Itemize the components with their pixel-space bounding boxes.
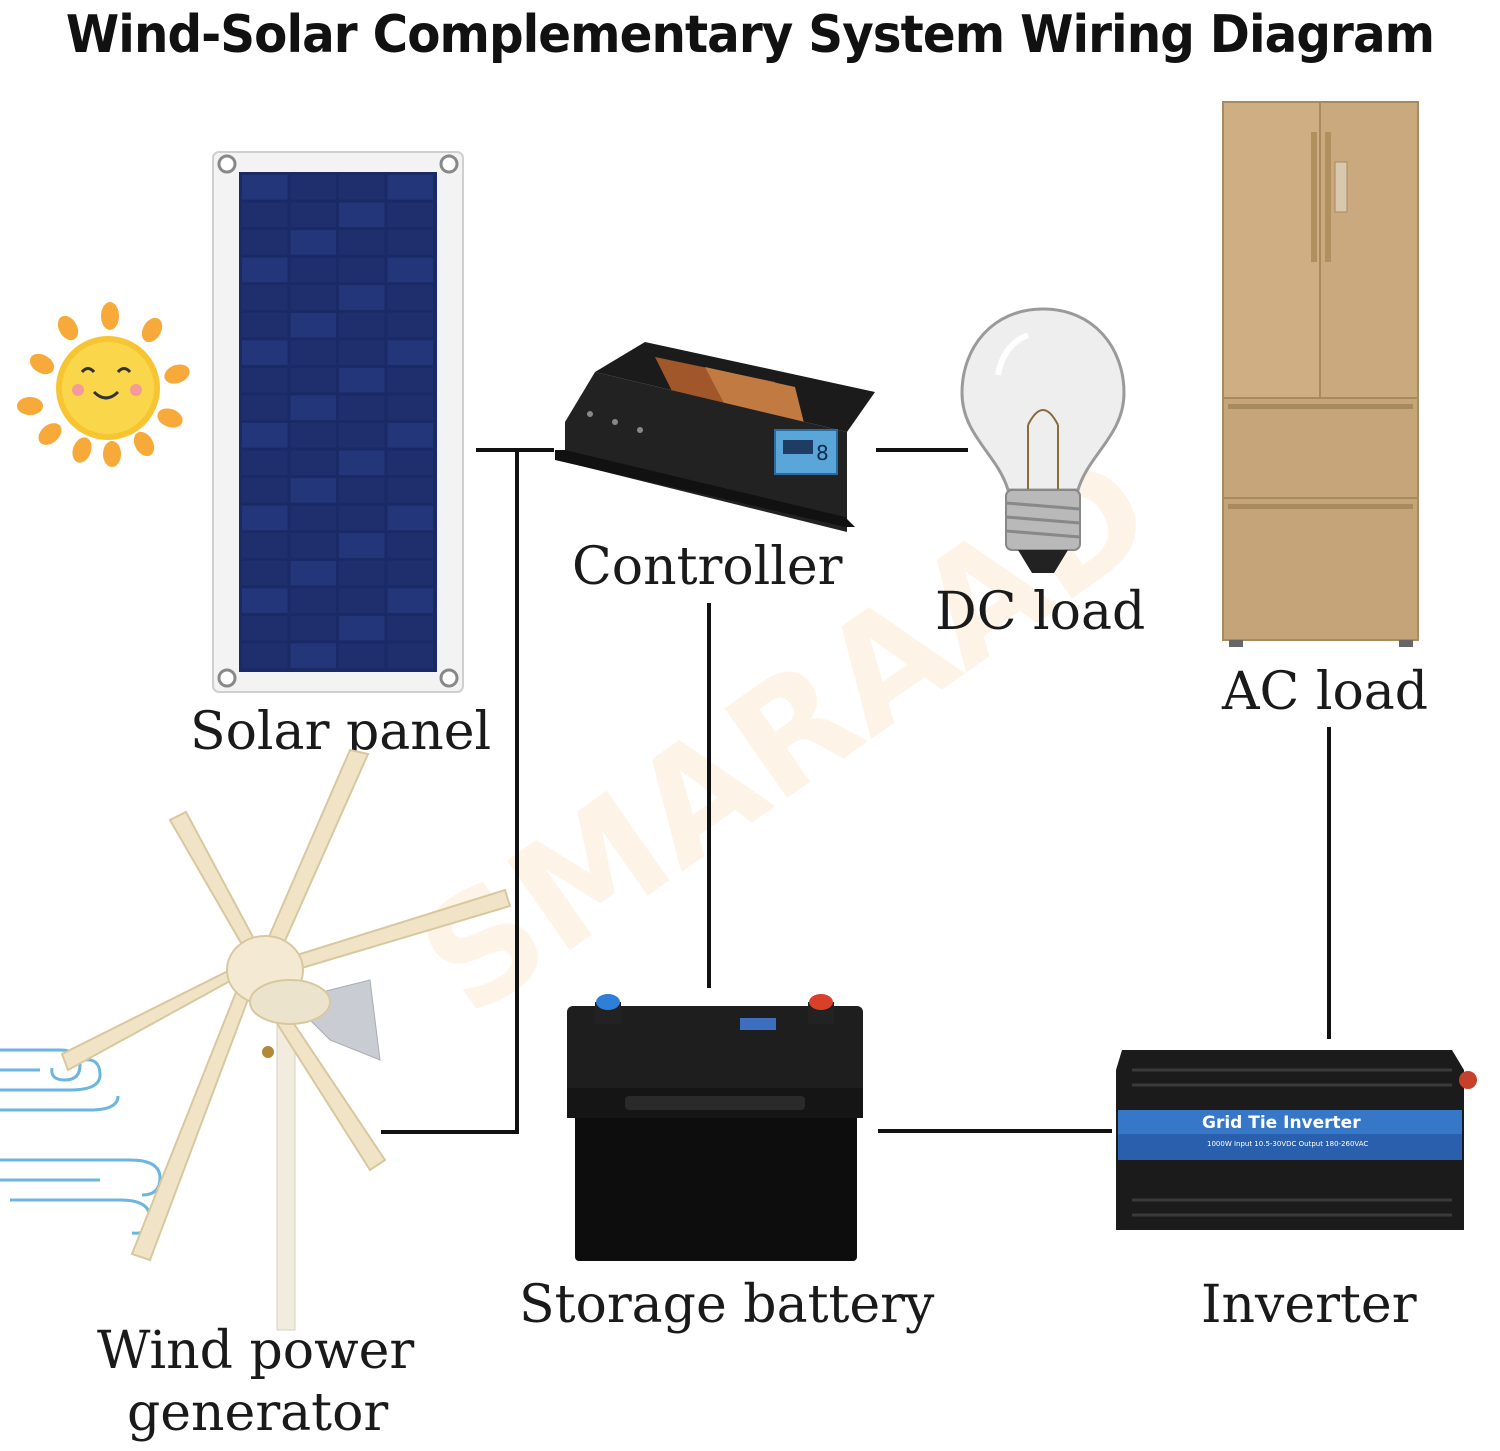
solar-cell <box>242 175 288 200</box>
solar-cell <box>339 257 385 283</box>
diagram-title: Wind-Solar Complementary System Wiring D… <box>65 5 1435 65</box>
solar-cell <box>290 202 336 228</box>
solar-cell <box>387 615 433 641</box>
controller-image: 8 <box>555 342 875 532</box>
solar-cell <box>290 615 336 641</box>
solar-cell <box>242 643 288 668</box>
solar-cell <box>387 478 433 503</box>
solar-cell <box>290 340 336 365</box>
solar-cell <box>339 423 385 448</box>
wire-wind-junction <box>381 1130 519 1134</box>
solar-cell <box>339 312 385 338</box>
solar-cell <box>290 450 336 476</box>
solar-cell <box>339 395 385 420</box>
wire-battery-inverter <box>878 1129 1112 1133</box>
solar-cell <box>290 505 336 531</box>
solar-cell <box>290 588 336 613</box>
ac-load-fridge-image <box>1222 101 1419 647</box>
solar-cell <box>387 367 433 393</box>
solar-cell <box>242 257 288 283</box>
wind-generator-label-line1: Wind power <box>97 1321 415 1381</box>
solar-cell <box>339 285 385 310</box>
inverter-brand-text: Grid Tie Inverter <box>1202 1113 1361 1133</box>
solar-cell <box>387 450 433 476</box>
solar-cell <box>290 423 336 448</box>
solar-cell <box>387 395 433 420</box>
solar-cell <box>387 505 433 531</box>
solar-cell <box>387 423 433 448</box>
solar-cell <box>387 560 433 586</box>
solar-cell <box>387 285 433 310</box>
solar-cell <box>290 285 336 310</box>
solar-cell <box>339 367 385 393</box>
solar-cell <box>387 643 433 668</box>
solar-panel-label: Solar panel <box>190 702 492 762</box>
controller-label: Controller <box>572 537 843 597</box>
solar-cell <box>290 533 336 558</box>
storage-battery-image <box>567 994 863 1261</box>
solar-cell <box>339 450 385 476</box>
solar-cell <box>242 615 288 641</box>
solar-cell <box>290 395 336 420</box>
wire-junction-vertical <box>515 448 519 1134</box>
storage-battery-label: Storage battery <box>519 1275 935 1335</box>
solar-cell <box>290 478 336 503</box>
solar-cell <box>339 533 385 558</box>
svg-text:8: 8 <box>816 441 829 465</box>
solar-cell <box>387 202 433 228</box>
solar-cell <box>290 367 336 393</box>
solar-cell <box>339 615 385 641</box>
solar-cell <box>242 367 288 393</box>
solar-cell <box>242 478 288 503</box>
solar-cell <box>290 560 336 586</box>
solar-cell <box>242 505 288 531</box>
solar-cell <box>387 533 433 558</box>
solar-cell <box>242 312 288 338</box>
dc-load-label: DC load <box>935 582 1146 642</box>
solar-cell <box>387 340 433 365</box>
wire-controller-dcload <box>876 448 968 452</box>
wind-generator-label-line2: generator <box>127 1383 389 1443</box>
wire-inverter-acload <box>1327 727 1331 1039</box>
solar-cell <box>339 202 385 228</box>
wire-controller-battery <box>707 603 711 988</box>
solar-cell <box>387 588 433 613</box>
solar-cell <box>290 312 336 338</box>
solar-cell <box>339 175 385 200</box>
solar-cell <box>387 175 433 200</box>
inverter-label: Inverter <box>1201 1275 1417 1335</box>
solar-cell <box>339 230 385 255</box>
solar-cell <box>242 588 288 613</box>
sun-icon <box>17 302 190 467</box>
solar-cell <box>242 560 288 586</box>
inverter-spec-text: 1000W Input 10.5-30VDC Output 180-260VAC <box>1207 1140 1368 1148</box>
solar-cell <box>242 450 288 476</box>
solar-panel-image <box>212 151 464 693</box>
solar-cell <box>290 175 336 200</box>
ac-load-label: AC load <box>1222 662 1429 722</box>
solar-cell <box>242 340 288 365</box>
inverter-image: Grid Tie Inverter 1000W Input 10.5-30VDC… <box>1116 1050 1477 1230</box>
dc-load-bulb-image <box>960 307 1126 573</box>
solar-cell <box>242 285 288 310</box>
solar-cell <box>387 230 433 255</box>
solar-cell <box>339 560 385 586</box>
solar-cell <box>387 257 433 283</box>
solar-cell <box>339 643 385 668</box>
solar-cell <box>290 230 336 255</box>
solar-cell <box>339 505 385 531</box>
solar-cell <box>339 478 385 503</box>
solar-cell <box>242 533 288 558</box>
solar-cell <box>339 340 385 365</box>
solar-cell <box>242 395 288 420</box>
solar-cell <box>290 643 336 668</box>
solar-cell <box>242 230 288 255</box>
solar-cell <box>242 202 288 228</box>
solar-cell <box>242 423 288 448</box>
solar-cell <box>387 312 433 338</box>
solar-cell <box>290 257 336 283</box>
wind-turbine-image <box>0 748 512 1331</box>
solar-cell <box>339 588 385 613</box>
